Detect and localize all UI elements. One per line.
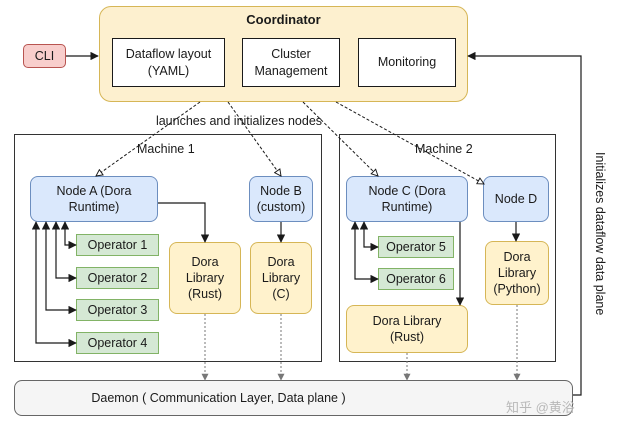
- node-b-box: Node B (custom): [249, 176, 313, 222]
- machine-2-label: Machine 2: [413, 142, 475, 156]
- daemon-box: Daemon ( Communication Layer, Data plane…: [14, 380, 573, 416]
- cluster-management-box: Cluster Management: [242, 38, 340, 87]
- dora-library-rust-box-2: Dora Library (Rust): [346, 305, 468, 353]
- node-c-box: Node C (Dora Runtime): [346, 176, 468, 222]
- operator-4-box: Operator 4: [76, 332, 159, 354]
- side-label: Initializes dataflow data plane: [593, 150, 607, 318]
- launch-label: launches and initializes nodes: [141, 112, 337, 130]
- dataflow-layout-box: Dataflow layout (YAML): [112, 38, 225, 87]
- coordinator-title: Coordinator: [246, 11, 321, 27]
- watermark: 知乎 @黄浴: [506, 400, 575, 415]
- monitoring-box: Monitoring: [358, 38, 456, 87]
- dora-library-rust-box-1: Dora Library (Rust): [169, 242, 241, 314]
- node-a-box: Node A (Dora Runtime): [30, 176, 158, 222]
- dora-library-python-box: Dora Library (Python): [485, 241, 549, 305]
- operator-5-box: Operator 5: [378, 236, 454, 258]
- operator-1-box: Operator 1: [76, 234, 159, 256]
- cli-box: CLI: [23, 44, 66, 68]
- machine-1-label: Machine 1: [135, 142, 197, 156]
- operator-6-box: Operator 6: [378, 268, 454, 290]
- operator-2-box: Operator 2: [76, 267, 159, 289]
- node-d-box: Node D: [483, 176, 549, 222]
- dora-library-c-box: Dora Library (C): [250, 242, 312, 314]
- operator-3-box: Operator 3: [76, 299, 159, 321]
